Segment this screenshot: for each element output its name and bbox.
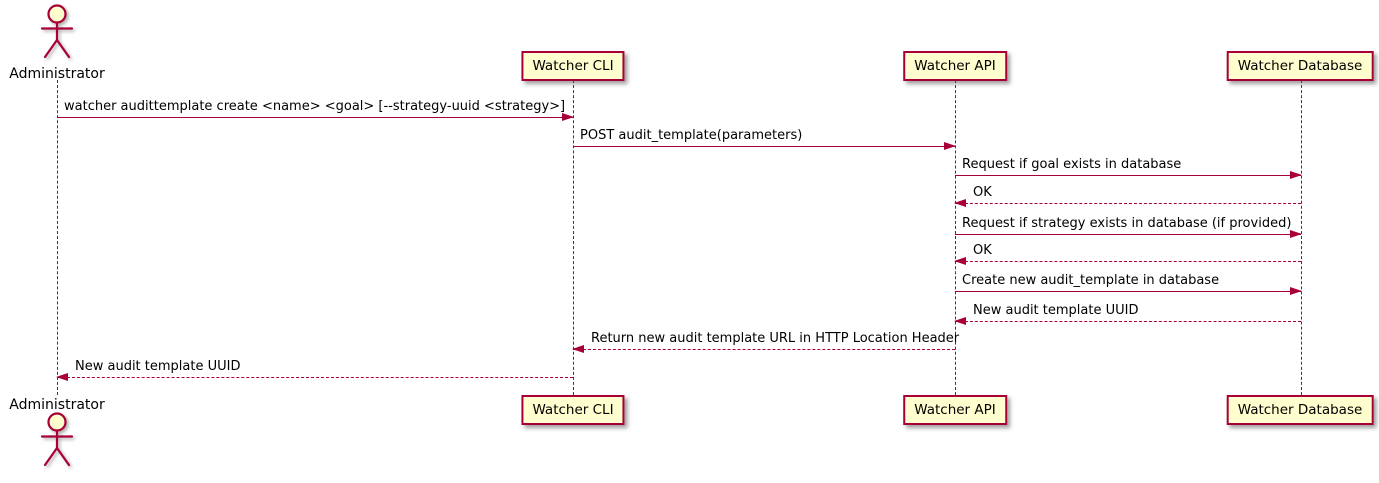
message-request-strategy: Request if strategy exists in database (… [955, 211, 1302, 238]
arrow-dashed-left [954, 317, 1301, 325]
message-label: New audit template UUID [75, 359, 241, 374]
message-label: OK [973, 185, 992, 200]
participant-watcher-cli-top: Watcher CLI [521, 51, 625, 81]
arrow-dashed-left [572, 345, 955, 353]
arrow-solid-right [57, 113, 574, 121]
message-ok-goal: OK [954, 180, 1301, 207]
message-create-audittemplate: watcher audittemplate create <name> <goa… [57, 94, 574, 121]
message-post-audit-template: POST audit_template(parameters) [573, 123, 956, 150]
arrow-solid-right [955, 171, 1302, 179]
message-label: Return new audit template URL in HTTP Lo… [591, 331, 960, 346]
participant-watcher-api-bottom: Watcher API [903, 395, 1007, 425]
message-label: OK [973, 243, 992, 258]
message-ok-strategy: OK [954, 238, 1301, 265]
actor-label-bottom: Administrator [9, 397, 105, 413]
message-create-in-db: Create new audit_template in database [955, 268, 1302, 295]
arrow-dashed-left [56, 373, 573, 381]
message-label: watcher audittemplate create <name> <goa… [64, 99, 566, 114]
participant-watcher-database-bottom: Watcher Database [1226, 395, 1374, 425]
message-label: New audit template UUID [973, 303, 1139, 318]
message-new-uuid-admin: New audit template UUID [56, 354, 573, 381]
participant-watcher-cli-bottom: Watcher CLI [521, 395, 625, 425]
participant-watcher-api-top: Watcher API [903, 51, 1007, 81]
message-label: Request if goal exists in database [962, 157, 1182, 172]
lifeline-watcher-api [955, 80, 956, 395]
arrow-dashed-left [954, 199, 1301, 207]
arrow-solid-right [955, 287, 1302, 295]
participant-watcher-database-top: Watcher Database [1226, 51, 1374, 81]
actor-icon [35, 4, 79, 62]
message-request-goal: Request if goal exists in database [955, 152, 1302, 179]
message-return-url: Return new audit template URL in HTTP Lo… [572, 326, 959, 353]
message-label: Request if strategy exists in database (… [962, 216, 1292, 231]
lifeline-watcher-cli [573, 80, 574, 395]
lifeline-administrator [57, 80, 58, 395]
arrow-solid-right [955, 230, 1302, 238]
actor-icon [35, 412, 79, 470]
message-label: POST audit_template(parameters) [580, 128, 803, 143]
actor-label-top: Administrator [9, 66, 105, 82]
message-label: Create new audit_template in database [962, 273, 1220, 288]
arrow-solid-right [573, 142, 956, 150]
message-new-uuid-db: New audit template UUID [954, 298, 1301, 325]
arrow-dashed-left [954, 257, 1301, 265]
